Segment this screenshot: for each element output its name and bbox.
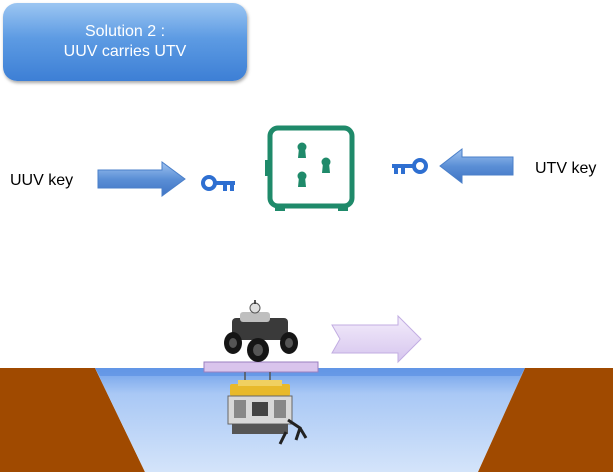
water-channel — [0, 368, 613, 472]
uuv-robot-icon — [227, 380, 308, 445]
utv-robot-icon — [224, 300, 298, 362]
platform — [203, 361, 319, 373]
right-bank — [478, 368, 613, 472]
utv-key-label: UTV key — [535, 160, 597, 177]
water — [95, 368, 525, 472]
title-box: Solution 2 : UUV carries UTV — [3, 3, 247, 81]
uuv-key-label: UUV key — [10, 172, 74, 189]
safe-icon — [265, 125, 355, 211]
key-icon — [201, 175, 235, 191]
left-bank — [0, 368, 145, 472]
arrow-right-icon — [97, 161, 186, 197]
arrow-left-icon — [439, 147, 514, 185]
arrow-right-outline-icon — [331, 314, 422, 364]
title-line-2: UUV carries UTV — [63, 43, 187, 60]
title-line-1: Solution 2 : — [84, 23, 166, 40]
key-icon — [392, 158, 428, 174]
